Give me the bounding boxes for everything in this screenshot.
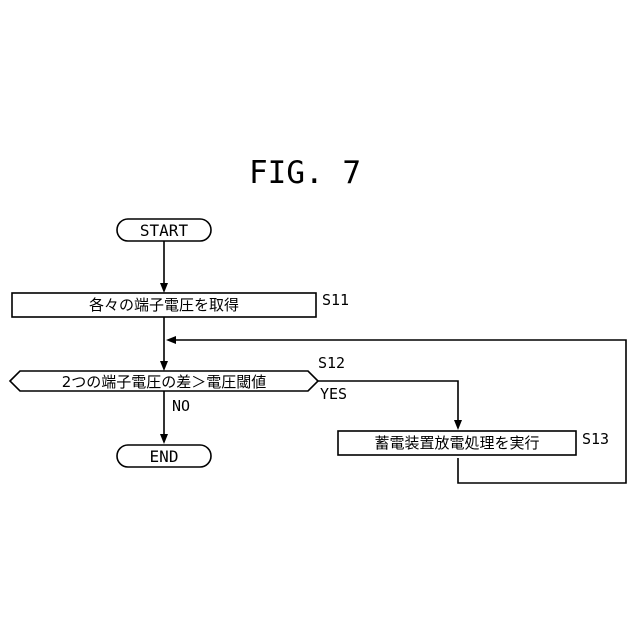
start-terminal: START xyxy=(117,219,211,241)
arrowhead xyxy=(454,420,462,430)
s11-label: 各々の端子電圧を取得 xyxy=(89,296,239,314)
arrowhead xyxy=(166,336,176,344)
step-number-s12: S12 xyxy=(318,354,345,372)
process-box-s11: 各々の端子電圧を取得 xyxy=(12,293,316,317)
yes-label: YES xyxy=(320,385,347,403)
no-label: NO xyxy=(172,397,190,415)
figure-title: FIG. 7 xyxy=(249,155,361,191)
no-branch-connector xyxy=(160,391,168,444)
start-label: START xyxy=(140,221,189,240)
connector-s11-to-s12 xyxy=(160,317,168,371)
end-terminal: END xyxy=(117,445,211,467)
step-number-s13: S13 xyxy=(582,430,609,448)
end-label: END xyxy=(150,447,179,466)
s13-label: 蓄電装置放電処理を実行 xyxy=(374,434,539,452)
process-box-s13: 蓄電装置放電処理を実行 xyxy=(338,431,576,455)
decision-s12: 2つの端子電圧の差＞電圧閾値 xyxy=(10,371,318,391)
s12-label: 2つの端子電圧の差＞電圧閾値 xyxy=(62,373,267,391)
arrowhead xyxy=(160,434,168,444)
step-number-s11: S11 xyxy=(322,291,349,309)
arrowhead xyxy=(160,361,168,371)
connector-start-to-s11 xyxy=(160,241,168,293)
arrowhead xyxy=(160,283,168,293)
loop-back-connector xyxy=(166,336,626,483)
